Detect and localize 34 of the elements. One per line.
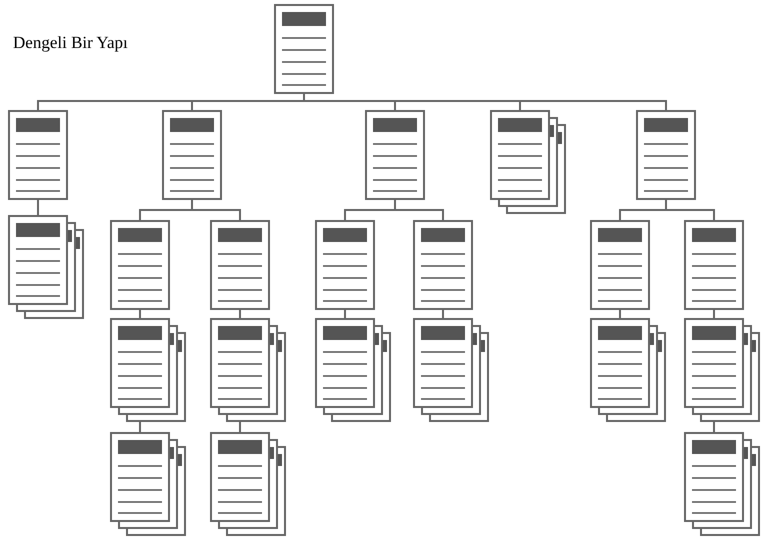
document-icon (274, 4, 334, 94)
document-stack-icon (590, 318, 666, 422)
document-stack-icon (210, 432, 286, 536)
document-stack-icon (684, 432, 760, 536)
connector-line (239, 310, 241, 318)
connector-line (37, 200, 39, 215)
connector-line (713, 422, 715, 432)
document-icon (162, 110, 222, 200)
document-stack-icon (413, 318, 489, 422)
document-stack-icon (210, 318, 286, 422)
document-icon (365, 110, 425, 200)
document-icon (636, 110, 696, 200)
document-icon (590, 220, 650, 310)
connector-line (619, 310, 621, 318)
document-icon (684, 220, 744, 310)
document-stack-icon (684, 318, 760, 422)
document-icon (315, 220, 375, 310)
connector-line (239, 422, 241, 432)
connector-line (442, 310, 444, 318)
connector-line (139, 310, 141, 318)
document-stack-icon (315, 318, 391, 422)
connector-line (344, 310, 346, 318)
document-stack-icon (490, 110, 566, 214)
connector-line (139, 422, 141, 432)
connector-line (303, 94, 667, 110)
document-icon (110, 220, 170, 310)
diagram-title: Dengeli Bir Yapı (13, 32, 128, 54)
document-stack-icon (8, 215, 84, 319)
document-icon (413, 220, 473, 310)
connector-line (713, 310, 715, 318)
document-stack-icon (110, 318, 186, 422)
document-stack-icon (110, 432, 186, 536)
document-icon (210, 220, 270, 310)
document-icon (8, 110, 68, 200)
